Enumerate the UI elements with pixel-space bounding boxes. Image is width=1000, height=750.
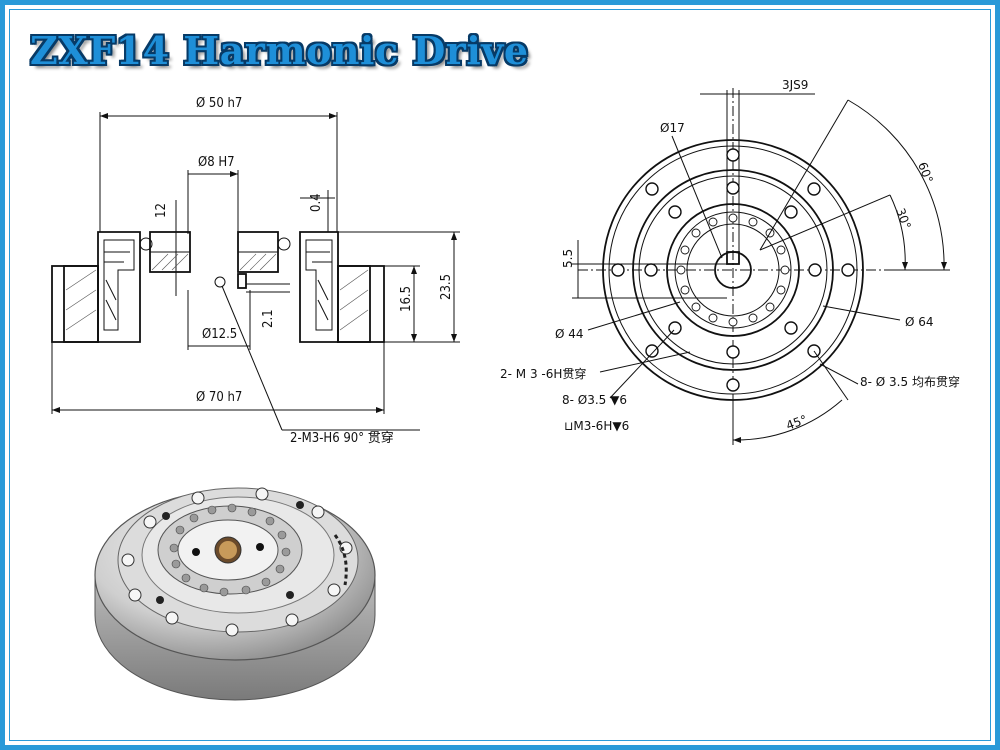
page-title: ZXF14 Harmonic Drive	[30, 28, 529, 73]
front-view: 3JS9 Ø17 5.5 60° 30° Ø 44 Ø 64 2- M 3 -6…	[500, 78, 960, 445]
dim-16-5: 16.5	[399, 286, 414, 312]
dim-60deg: 60°	[915, 160, 935, 185]
dim-5-5: 5.5	[561, 249, 575, 268]
inner-frame	[9, 9, 991, 741]
dim-d17: Ø17	[660, 121, 685, 135]
dim-d44: Ø 44	[555, 327, 584, 341]
dim-d50h7: Ø 50 h7	[196, 96, 242, 111]
note-m3-6h-v6: ⊔M3-6H▼6	[564, 419, 629, 433]
note-2-m3-h6: 2-M3-H6 90° 贯穿	[290, 430, 394, 446]
note-8-d3-5-v6: 8- Ø3.5 ▼6	[562, 393, 627, 407]
dim-d8H7: Ø8 H7	[198, 155, 235, 170]
dim-12: 12	[154, 203, 169, 218]
note-8-d3-5-through: 8- Ø 3.5 均布贯穿	[860, 374, 960, 389]
dim-30deg: 30°	[893, 206, 913, 231]
product-render	[94, 487, 376, 701]
dim-0-4: 0.4	[309, 193, 324, 212]
note-2-m3-6h: 2- M 3 -6H贯穿	[500, 366, 586, 381]
dim-2-1: 2.1	[261, 309, 276, 328]
dim-d64: Ø 64	[905, 315, 934, 329]
dim-d12-5: Ø12.5	[202, 327, 237, 342]
dim-23-5: 23.5	[439, 274, 454, 300]
dim-45deg: 45°	[784, 412, 809, 432]
dim-3js9: 3JS9	[782, 78, 808, 92]
side-section-view: Ø 50 h7 Ø8 H7 12 0.4	[51, 96, 460, 446]
dim-d70h7: Ø 70 h7	[196, 390, 242, 405]
